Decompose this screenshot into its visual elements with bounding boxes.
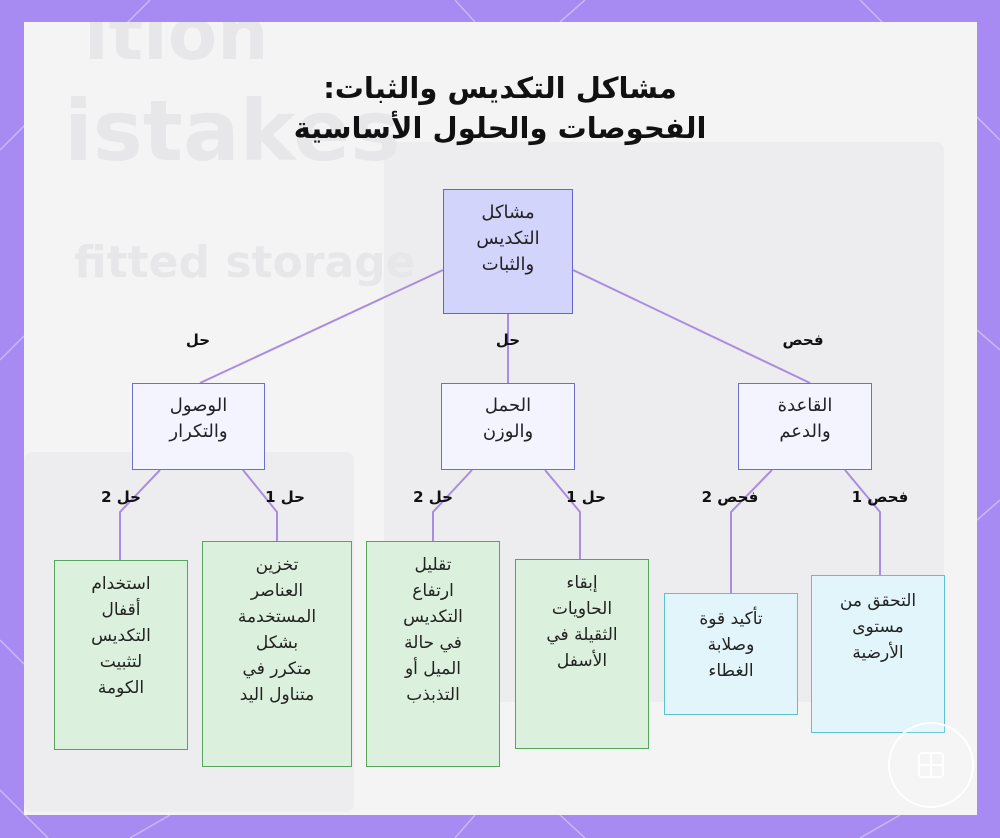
logo-icon [909, 743, 953, 787]
edge-label-root-base: فحص [782, 331, 823, 349]
edge-label-root-access: حل [186, 331, 210, 349]
edge-base-chk1 [845, 470, 880, 575]
edge-root-access [200, 270, 443, 383]
edge-label-base-chk2: فحص 2 [702, 488, 759, 506]
node-base-check-1: التحقق من مستوى الأرضية [811, 575, 945, 733]
edge-label-access-sol1: حل 1 [265, 488, 305, 506]
edge-root-base [573, 270, 810, 383]
node-base-check-2: تأكيد قوة وصلابة الغطاء [664, 593, 798, 715]
node-load-solution-2: تقليل ارتفاع التكديس في حالة الميل أو ال… [366, 541, 500, 767]
edge-label-root-load: حل [496, 331, 520, 349]
node-base: القاعدة والدعم [738, 383, 872, 470]
edge-label-base-chk1: فحص 1 [852, 488, 909, 506]
node-access-solution-1-label: تخزين العناصر المستخدمة بشكل متكرر في مت… [238, 552, 316, 708]
node-load-label: الحمل والوزن [483, 393, 533, 445]
node-load-solution-1-label: إبقاء الحاويات الثقيلة في الأسفل [546, 570, 617, 674]
node-load-solution-1: إبقاء الحاويات الثقيلة في الأسفل [515, 559, 649, 749]
edge-label-access-sol2: حل 2 [101, 488, 141, 506]
node-root: مشاكل التكديس والثبات [443, 189, 573, 314]
node-access-solution-2-label: استخدام أقفال التكديس لتثبيت الكومة [91, 571, 151, 701]
node-base-check-2-label: تأكيد قوة وصلابة الغطاء [699, 606, 762, 684]
edge-label-load-sol2: حل 2 [413, 488, 453, 506]
edge-label-load-sol1: حل 1 [566, 488, 606, 506]
node-base-label: القاعدة والدعم [778, 393, 833, 445]
node-access-solution-1: تخزين العناصر المستخدمة بشكل متكرر في مت… [202, 541, 352, 767]
logo-badge [888, 722, 974, 808]
node-access-solution-2: استخدام أقفال التكديس لتثبيت الكومة [54, 560, 188, 750]
node-access-label: الوصول والتكرار [169, 393, 227, 445]
node-root-label: مشاكل التكديس والثبات [476, 200, 539, 278]
node-base-check-1-label: التحقق من مستوى الأرضية [840, 588, 916, 666]
node-access: الوصول والتكرار [132, 383, 265, 470]
edge-load-sol1 [545, 470, 580, 559]
node-load-solution-2-label: تقليل ارتفاع التكديس في حالة الميل أو ال… [403, 552, 463, 708]
node-load: الحمل والوزن [441, 383, 575, 470]
edge-access-sol2 [120, 470, 160, 560]
